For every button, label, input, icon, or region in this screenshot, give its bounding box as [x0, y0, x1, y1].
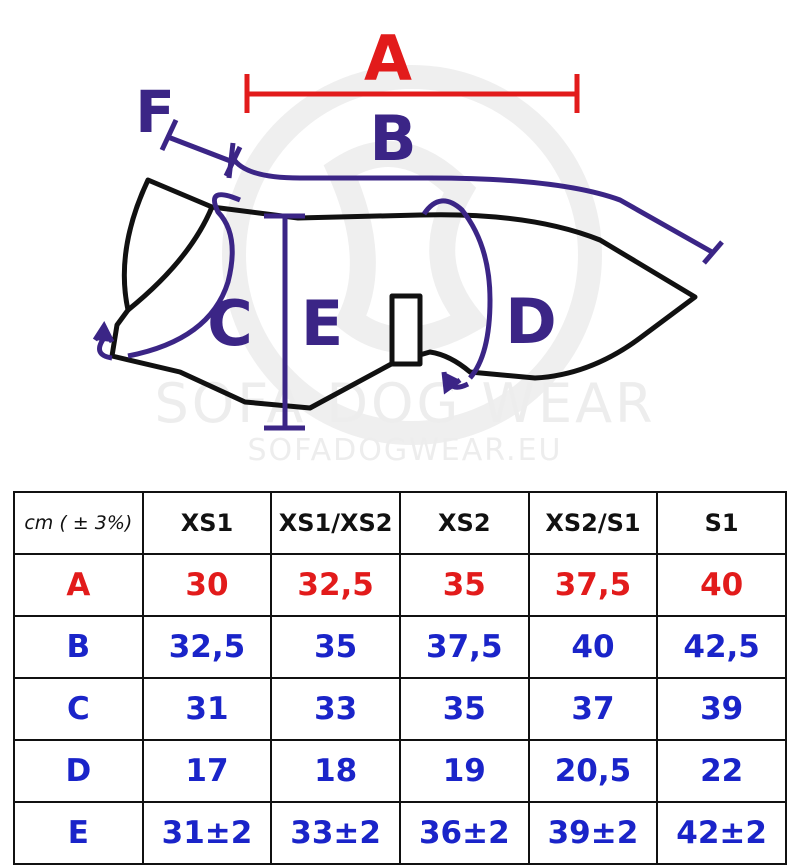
label-c: C	[207, 287, 253, 360]
watermark-url: SOFADOGWEAR.EU	[247, 433, 562, 468]
unit-header: cm ( ± 3%)	[13, 491, 144, 555]
table-cell: 40	[527, 615, 659, 679]
row-label: E	[13, 801, 144, 865]
table-cell: 20,5	[527, 739, 659, 803]
table-cell: 19	[398, 739, 530, 803]
size-header: XS2/S1	[527, 491, 659, 555]
table-cell: 37	[527, 677, 659, 741]
table-cell: 40	[656, 553, 787, 617]
table-cell: 42,5	[656, 615, 787, 679]
table-cell: 22	[656, 739, 787, 803]
measure-f	[159, 118, 243, 178]
table-row-d: D 17 18 19 20,5 22	[13, 739, 787, 803]
table-cell: 35	[270, 615, 401, 679]
measure-d	[421, 198, 493, 395]
table-cell: 33	[270, 677, 401, 741]
watermark-brand: SOFA DOG WEAR	[154, 372, 655, 435]
table-row-a: A 30 32,5 35 37,5 40	[13, 553, 787, 617]
row-label: C	[13, 677, 144, 741]
table-cell: 32,5	[270, 553, 401, 617]
label-f: F	[135, 78, 175, 146]
table-cell: 37,5	[527, 553, 659, 617]
table-row-c: C 31 33 35 37 39	[13, 677, 787, 741]
label-e: E	[301, 287, 343, 360]
strap	[389, 293, 423, 367]
table-cell: 37,5	[398, 615, 530, 679]
label-a: A	[364, 22, 412, 95]
table-header-row: cm ( ± 3%) XS1 XS1/XS2 XS2 XS2/S1 S1	[13, 491, 787, 555]
measure-c	[92, 192, 241, 361]
size-table: cm ( ± 3%) XS1 XS1/XS2 XS2 XS2/S1 S1 A 3…	[13, 491, 787, 865]
table-cell: 17	[141, 739, 273, 803]
table-cell: 32,5	[141, 615, 273, 679]
measure-e	[264, 213, 305, 431]
row-label: A	[13, 553, 144, 617]
row-label: B	[13, 615, 144, 679]
table-cell: 39±2	[527, 801, 659, 865]
table-cell: 18	[270, 739, 401, 803]
measure-b	[226, 142, 724, 265]
table-cell: 35	[398, 677, 530, 741]
size-header: S1	[656, 491, 787, 555]
table-row-e: E 31±2 33±2 36±2 39±2 42±2	[13, 801, 787, 865]
table-cell: 30	[141, 553, 273, 617]
coat-outline	[109, 177, 698, 411]
table-cell: 35	[398, 553, 530, 617]
label-b: B	[369, 102, 416, 175]
size-diagram: SOFA DOG WEAR SOFADOGWEAR.EU A B F C E	[92, 22, 724, 468]
table-cell: 39	[656, 677, 787, 741]
size-header: XS1	[141, 491, 273, 555]
row-label: D	[13, 739, 144, 803]
label-d: D	[505, 285, 556, 358]
measure-a	[244, 74, 580, 113]
table-row-b: B 32,5 35 37,5 40 42,5	[13, 615, 787, 679]
table-cell: 42±2	[656, 801, 787, 865]
table-cell: 31±2	[141, 801, 273, 865]
table-cell: 36±2	[398, 801, 530, 865]
neck-hole	[126, 206, 215, 312]
size-header: XS1/XS2	[270, 491, 401, 555]
table-cell: 33±2	[270, 801, 401, 865]
size-header: XS2	[398, 491, 530, 555]
table-cell: 31	[141, 677, 273, 741]
